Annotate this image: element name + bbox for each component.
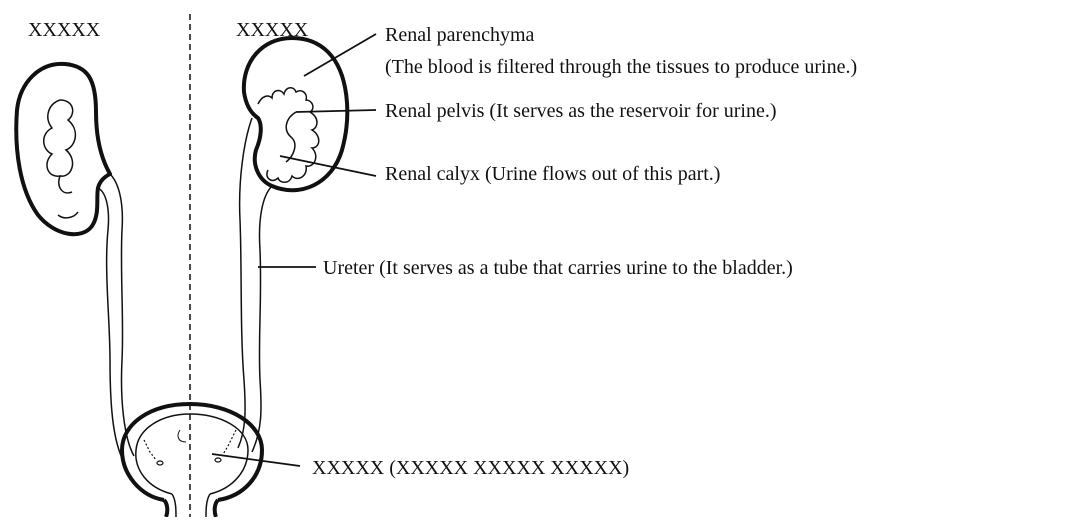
left-ureter (97, 173, 135, 463)
right-ureter-inner (251, 185, 273, 453)
right-ureteral-orifice (214, 457, 222, 463)
bladder (120, 402, 264, 518)
bladder-outer (120, 402, 264, 502)
right-ureteral-opening (221, 429, 237, 457)
label-ureter: Ureter (It serves as a tube that carries… (323, 257, 793, 279)
leader-parenchyma (303, 33, 377, 77)
left-kidney-outline (14, 61, 112, 237)
side-right-label: XXXXX (236, 19, 309, 41)
right-inner-calyx (285, 111, 297, 163)
left-calyx-curve (59, 99, 77, 177)
left-renal-pelvis-outline (43, 99, 73, 194)
label-renal-pelvis: Renal pelvis (It serves as the reservoir… (385, 100, 777, 122)
left-ureter-inner (109, 173, 135, 457)
leader-bladder (211, 453, 301, 467)
right-kidney (241, 36, 350, 193)
label-bladder: XXXXX (XXXXX XXXXX XXXXX) (312, 457, 630, 479)
leader-calyx (279, 155, 377, 177)
label-renal-parenchyma: Renal parenchyma (385, 24, 535, 46)
urethra-outer (162, 498, 220, 518)
left-ureter-outer (97, 187, 125, 463)
label-renal-calyx: Renal calyx (Urine flows out of this par… (385, 163, 721, 185)
right-renal-pelvis-outline (257, 87, 314, 113)
right-kidney-outline (241, 36, 350, 193)
label-renal-parenchyma-note: (The blood is filtered through the tissu… (385, 56, 858, 78)
left-ureteral-opening (143, 439, 157, 461)
right-renal-calyx-ridges (266, 111, 320, 183)
leader-pelvis (295, 109, 377, 113)
right-ureter (237, 117, 273, 453)
left-calyx-lower (57, 211, 79, 219)
side-left-label: XXXXX (28, 19, 101, 41)
bladder-interior-mark (177, 429, 187, 443)
urethra-inner (171, 493, 211, 518)
left-kidney (14, 61, 112, 237)
right-ureter-outer (237, 117, 253, 449)
bladder-inner (135, 413, 249, 495)
left-ureteral-orifice (156, 460, 164, 466)
